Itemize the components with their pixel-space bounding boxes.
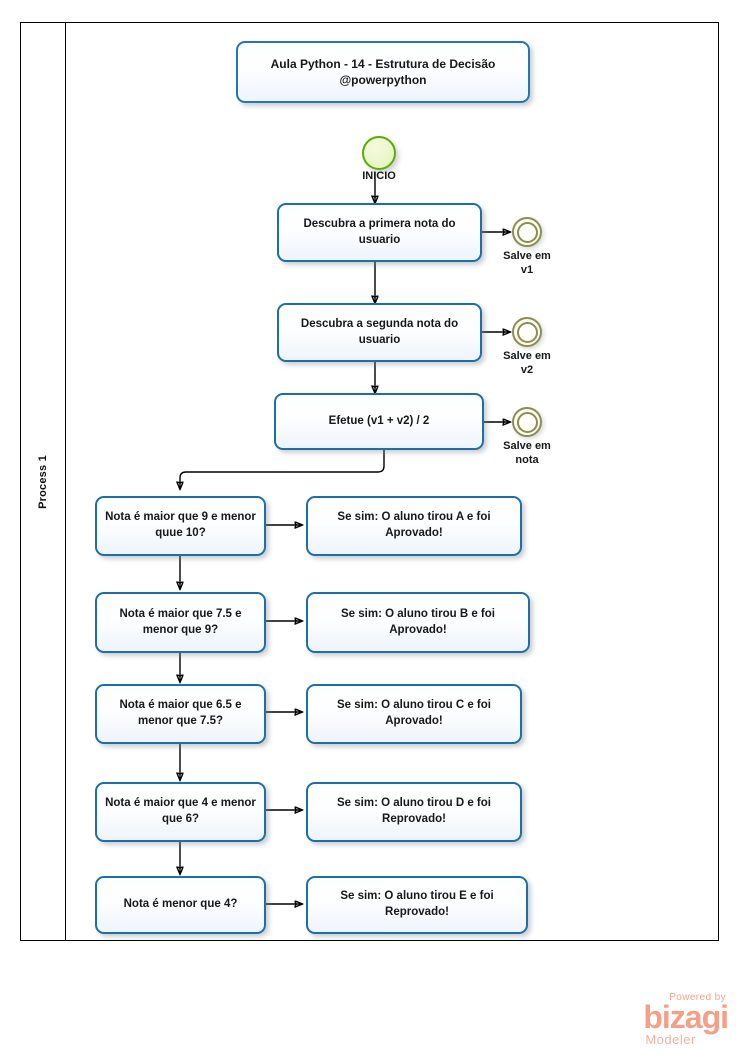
decision-e-condition-label: Nota é menor que 4? xyxy=(123,898,238,911)
pool-label: Process 1 xyxy=(37,454,49,509)
end-event-v1[interactable] xyxy=(512,217,542,247)
task-media-label: Efetue (v1 + v2) / 2 xyxy=(328,414,430,427)
end-event-v2-label: Salve em v2 xyxy=(503,350,551,376)
title-line-2: @powerpython xyxy=(339,73,427,87)
decision-e-result-label: Se sim: O aluno tirou E e foi Reprovado! xyxy=(340,890,494,918)
decision-e-condition[interactable]: Nota é menor que 4? xyxy=(95,876,266,934)
decision-c-result-label: Se sim: O aluno tirou C e foi Aprovado! xyxy=(337,699,491,727)
decision-d-result-label: Se sim: O aluno tirou D e foi Reprovado! xyxy=(337,797,491,825)
bizagi-powered-by: Powered by xyxy=(669,992,726,1004)
decision-b-condition-label: Nota é maior que 7.5 e menor que 9? xyxy=(119,607,242,636)
pool-header: Process 1 xyxy=(21,23,66,940)
decision-d-condition-label: Nota é maior que 4 e menor que 6? xyxy=(105,797,256,825)
end-event-v2[interactable] xyxy=(512,317,542,347)
decision-c-condition-label: Nota é maior que 6.5 e menor que 7.5? xyxy=(119,699,242,727)
decision-a-result-label: Se sim: O aluno tirou A e foi Aprovado! xyxy=(337,511,491,539)
start-event-icon[interactable] xyxy=(362,136,396,170)
start-event-label: INICIO xyxy=(362,170,396,182)
bizagi-product: Modeler xyxy=(645,1032,696,1047)
task-segunda-nota[interactable]: Descubra a segunda nota do usuario xyxy=(277,303,482,362)
decision-e-result[interactable]: Se sim: O aluno tirou E e foi Reprovado! xyxy=(306,876,528,934)
task-segunda-nota-label: Descubra a segunda nota do usuario xyxy=(300,317,459,346)
decision-a-result[interactable]: Se sim: O aluno tirou A e foi Aprovado! xyxy=(306,496,522,556)
decision-c-condition[interactable]: Nota é maior que 6.5 e menor que 7.5? xyxy=(95,684,266,744)
decision-b-result-label: Se sim: O aluno tirou B e foi Aprovado! xyxy=(341,607,495,636)
end-event-v1-label: Salve em v1 xyxy=(503,250,551,276)
decision-c-result[interactable]: Se sim: O aluno tirou C e foi Aprovado! xyxy=(306,684,522,744)
bizagi-watermark: Powered by bizagi Modeler xyxy=(643,992,729,1047)
title-box[interactable]: Aula Python - 14 - Estrutura de Decisão … xyxy=(236,41,530,103)
decision-b-result[interactable]: Se sim: O aluno tirou B e foi Aprovado! xyxy=(306,592,530,653)
title-line-1: Aula Python - 14 - Estrutura de Decisão xyxy=(270,56,496,71)
end-event-nota[interactable] xyxy=(512,407,542,437)
bizagi-wordmark: bizagi xyxy=(643,999,729,1036)
decision-d-condition[interactable]: Nota é maior que 4 e menor que 6? xyxy=(95,782,266,842)
decision-a-condition[interactable]: Nota é maior que 9 e menor quue 10? xyxy=(95,496,266,556)
task-primeira-nota[interactable]: Descubra a primera nota do usuario xyxy=(277,203,482,262)
end-event-nota-label: Salve em nota xyxy=(503,440,551,466)
decision-d-result[interactable]: Se sim: O aluno tirou D e foi Reprovado! xyxy=(306,782,522,842)
decision-b-condition[interactable]: Nota é maior que 7.5 e menor que 9? xyxy=(95,592,266,653)
decision-a-condition-label: Nota é maior que 9 e menor quue 10? xyxy=(105,511,256,539)
task-primeira-nota-label: Descubra a primera nota do usuario xyxy=(303,217,456,246)
task-media[interactable]: Efetue (v1 + v2) / 2 xyxy=(274,393,484,450)
